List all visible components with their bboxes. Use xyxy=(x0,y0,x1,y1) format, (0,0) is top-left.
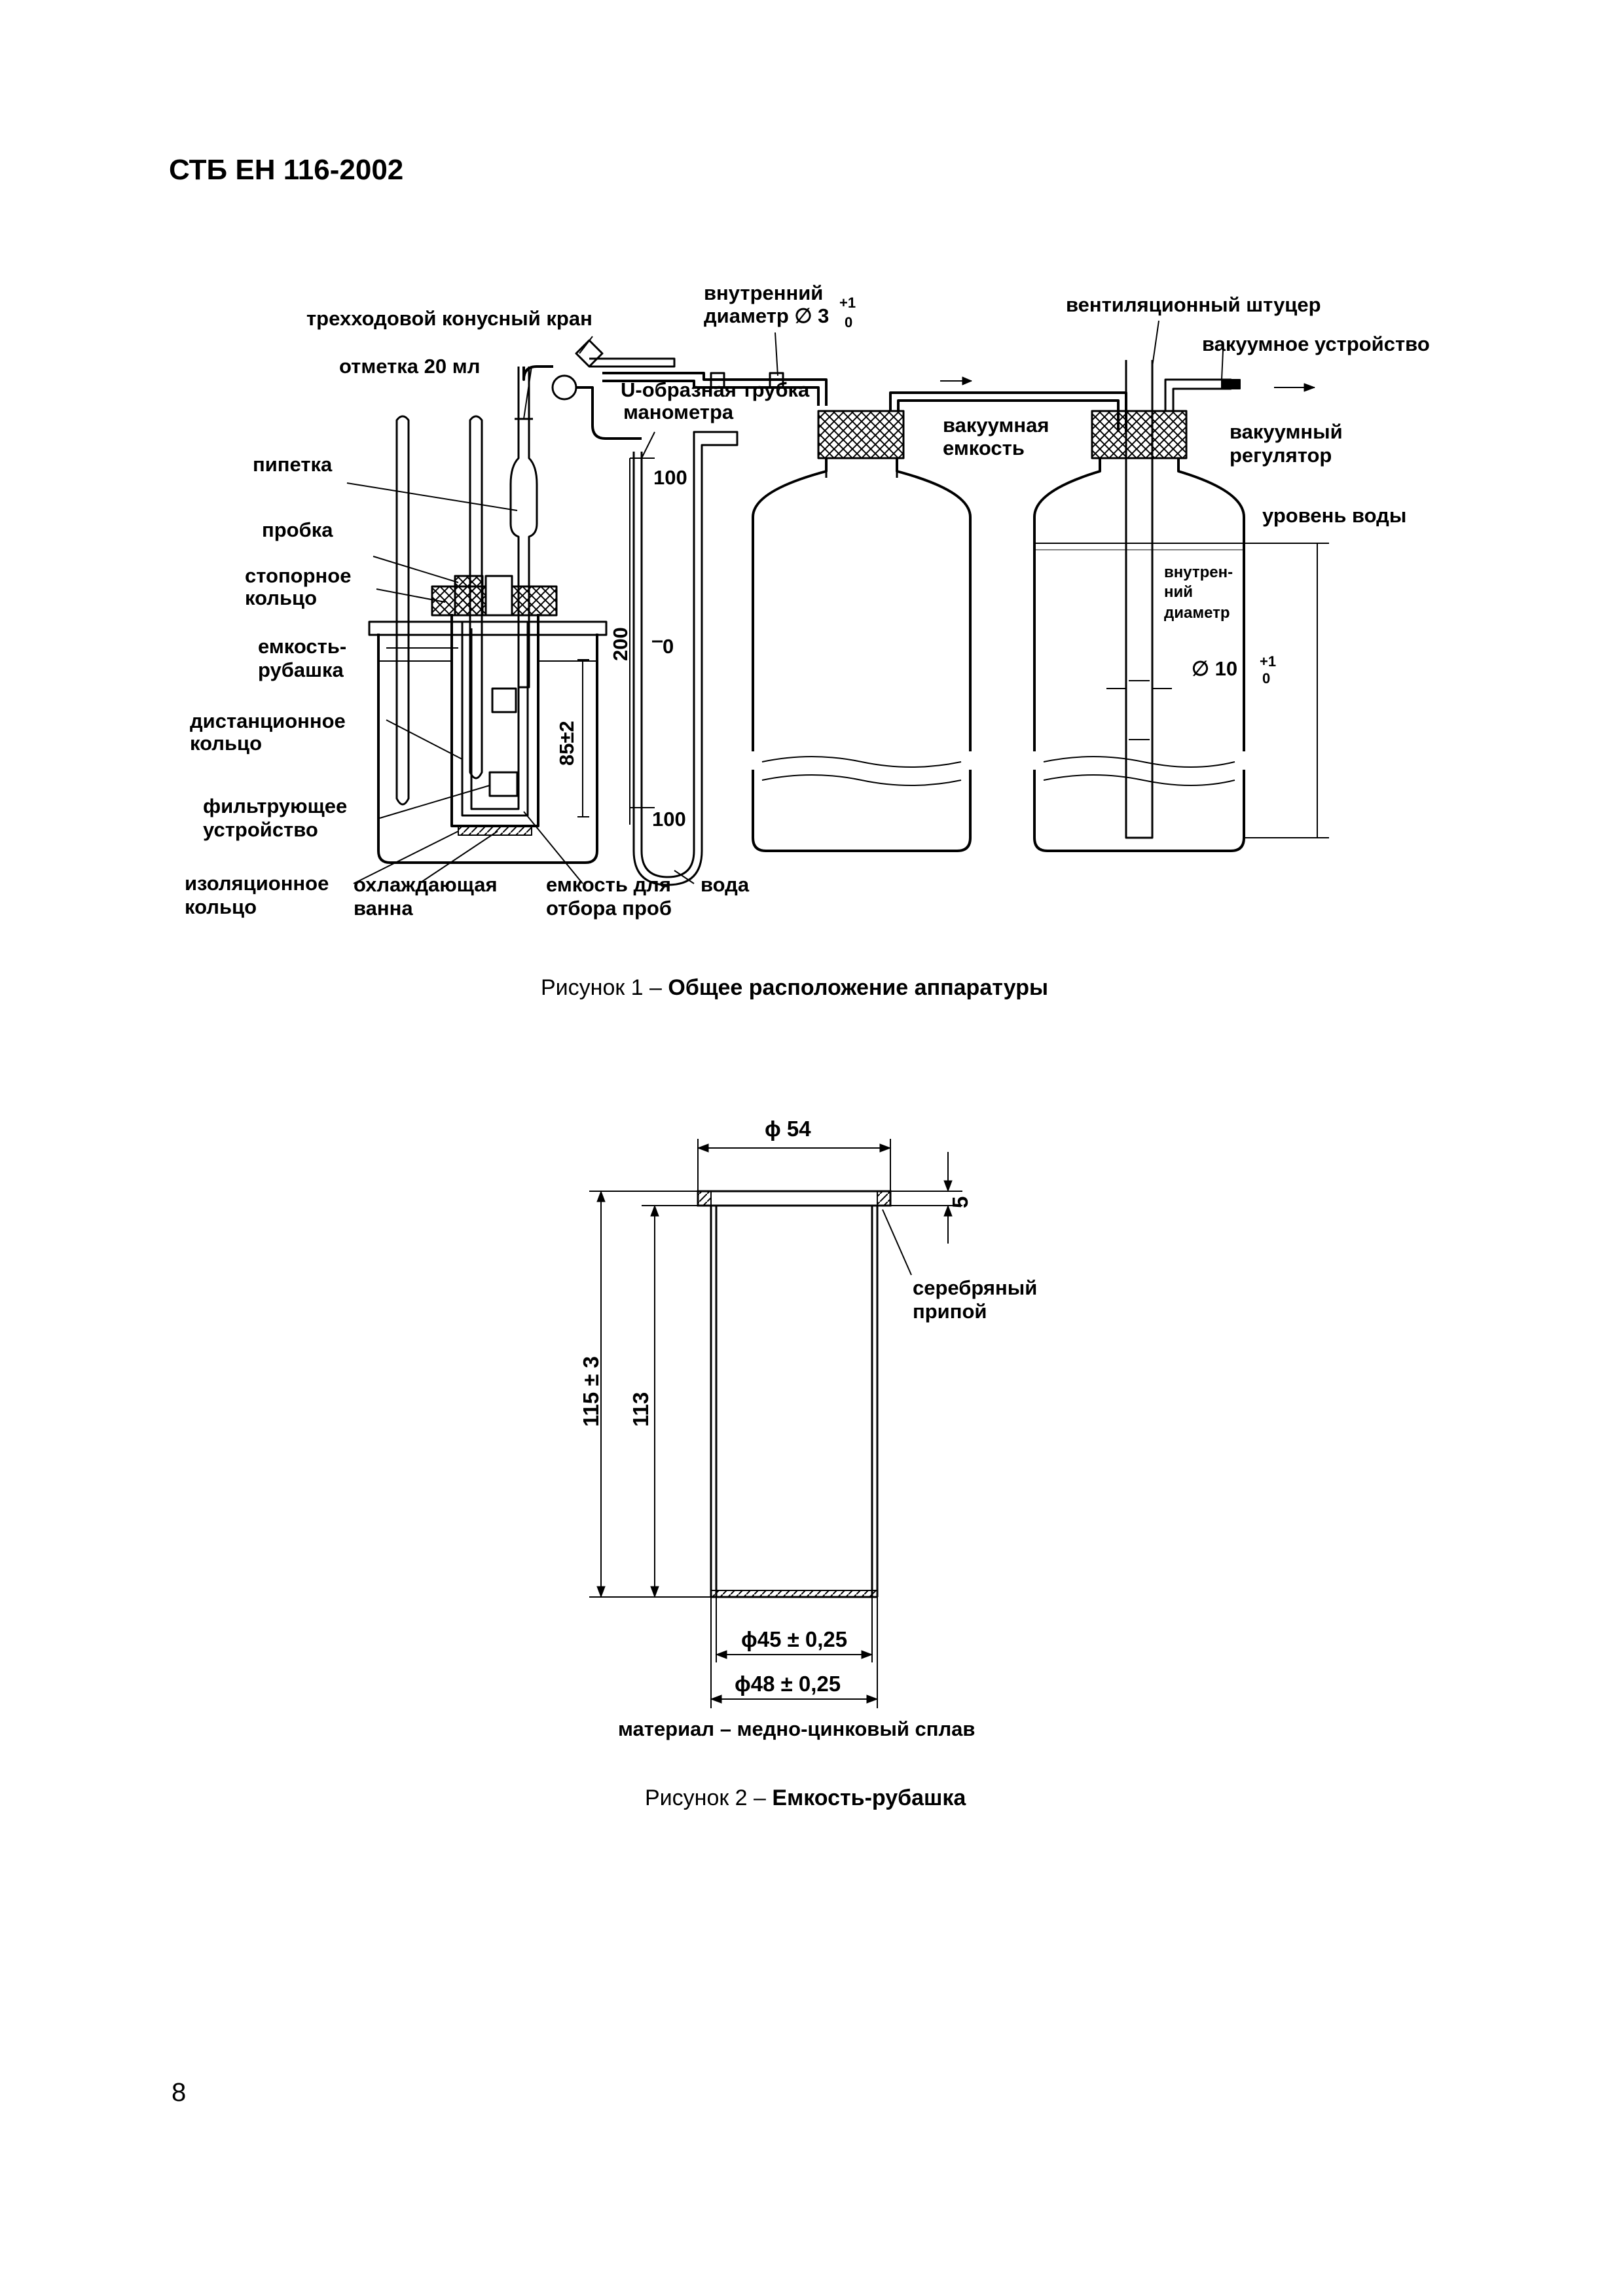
label-water: вода xyxy=(701,873,750,896)
label-u-tube-2: манометра xyxy=(623,401,734,423)
bath-rim xyxy=(368,620,608,636)
filter-device xyxy=(488,771,519,797)
label-vacuum-regulator-2: регулятор xyxy=(1230,444,1332,467)
figure2-caption-title: Емкость-рубашка xyxy=(772,1785,966,1810)
label-pipette: пипетка xyxy=(253,453,333,476)
label-silver-solder-1: серебряный xyxy=(913,1276,1037,1299)
thermometer-left xyxy=(395,415,410,806)
label-material: материал – медно-цинковый сплав xyxy=(618,1717,975,1740)
scale-100-top: 100 xyxy=(653,466,687,489)
label-inner-diameter-2: диаметр ∅ 3 xyxy=(704,304,829,327)
dim-115: 115 ± 3 xyxy=(579,1356,603,1427)
label-spacer-ring-1: дистанционное xyxy=(190,709,346,732)
label-insulation-ring-2: кольцо xyxy=(185,895,257,918)
vacuum-vessel-stopper xyxy=(817,410,905,459)
figure2-jacket-drawing xyxy=(589,1139,962,1708)
dim-113: 113 xyxy=(629,1392,653,1427)
vacuum-regulator-stopper xyxy=(1091,410,1188,459)
dim-200: 200 xyxy=(609,627,632,661)
label-diam10-tol0: 0 xyxy=(1262,670,1270,687)
label-vent-fitting: вентиляционный штуцер xyxy=(1066,293,1321,316)
cooling-bath xyxy=(377,634,598,864)
label-cooling-bath-2: ванна xyxy=(354,897,413,920)
page-number: 8 xyxy=(172,2078,187,2107)
thermometer-right xyxy=(469,415,483,780)
label-jacket-1: емкость- xyxy=(258,635,346,658)
figure2-caption: Рисунок 2 – Емкость-рубашка xyxy=(645,1785,966,1811)
label-inner-3: диаметр xyxy=(1164,604,1230,622)
dim-phi48: ϕ48 ± 0,25 xyxy=(735,1672,841,1696)
label-water-level: уровень воды xyxy=(1262,504,1406,527)
scale-100-bottom: 100 xyxy=(652,808,686,831)
vacuum-vessel xyxy=(752,458,972,852)
vacuum-regulator-vessel xyxy=(1033,458,1245,852)
label-lock-ring-2: кольцо xyxy=(245,586,317,609)
dim-5: 5 xyxy=(948,1196,972,1208)
label-filter-1: фильтрующее xyxy=(203,795,347,817)
scale-0: 0 xyxy=(663,635,674,658)
label-diam10-tol: +1 xyxy=(1260,653,1276,670)
label-filter-2: устройство xyxy=(203,818,318,841)
label-sample-vessel-2: отбора проб xyxy=(546,897,672,920)
label-diam10: ∅ 10 xyxy=(1192,657,1237,680)
document-code-header: СТБ ЕН 116-2002 xyxy=(169,154,404,186)
label-inner-2: ний xyxy=(1164,583,1193,601)
label-cooling-bath-1: охлаждающая xyxy=(354,873,498,896)
dim-phi54: ϕ 54 xyxy=(765,1117,811,1141)
label-vacuum-device: вакуумное устройство xyxy=(1202,332,1430,355)
pipette xyxy=(509,367,538,689)
label-inner-1: внутрен- xyxy=(1164,564,1233,581)
label-inner-diameter-1: внутренний xyxy=(704,281,823,304)
label-mark-20ml: отметка 20 мл xyxy=(339,355,480,378)
label-vacuum-regulator-1: вакуумный xyxy=(1230,420,1343,443)
label-silver-solder-2: припой xyxy=(913,1300,987,1323)
label-spacer-ring-2: кольцо xyxy=(190,732,262,755)
label-inner-diameter-tol0: 0 xyxy=(845,314,852,331)
stopper xyxy=(454,575,484,617)
three-way-valve xyxy=(551,374,577,401)
u-tube-manometer xyxy=(632,431,739,886)
label-lock-ring-1: стопорное xyxy=(245,564,351,587)
label-inner-diameter-tol: +1 xyxy=(839,295,856,311)
dim-phi45: ϕ45 ± 0,25 xyxy=(741,1627,847,1651)
figure1-caption-prefix: Рисунок 1 – xyxy=(541,975,668,1000)
figure2-caption-prefix: Рисунок 2 – xyxy=(645,1785,773,1810)
label-u-tube-1: U-образная трубка xyxy=(621,378,810,401)
vent-fitting-tube xyxy=(1125,360,1154,839)
figure1-caption: Рисунок 1 – Общее расположение аппаратур… xyxy=(541,975,1048,1001)
label-sample-vessel-1: емкость для xyxy=(546,873,671,896)
dim-85: 85±2 xyxy=(555,721,578,766)
label-jacket-2: рубашка xyxy=(258,658,344,681)
label-three-way-valve: трехходовой конусный кран xyxy=(306,307,593,330)
label-insulation-ring-1: изоляционное xyxy=(185,872,329,895)
label-vacuum-vessel-1: вакуумная xyxy=(943,414,1049,437)
jacket-vessel xyxy=(450,614,539,827)
figure1-caption-title: Общее расположение аппаратуры xyxy=(668,975,1048,1000)
label-vacuum-vessel-2: емкость xyxy=(943,437,1025,459)
label-stopper: пробка xyxy=(262,518,333,541)
